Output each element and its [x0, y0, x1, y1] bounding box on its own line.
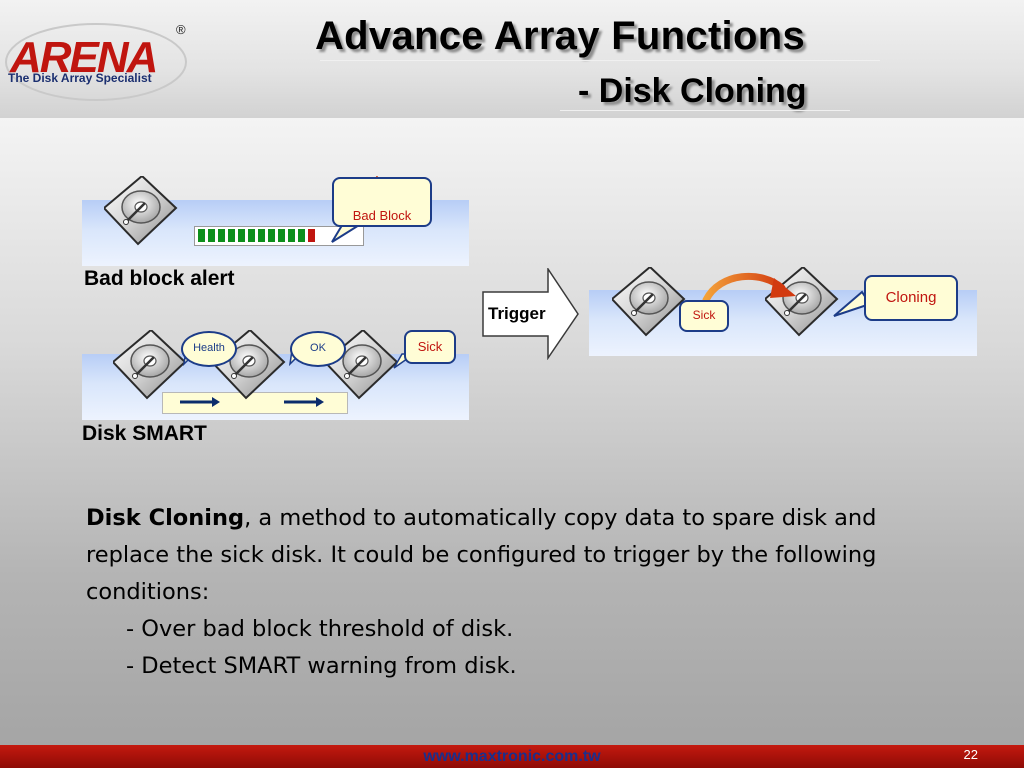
health-label: Health [193, 342, 225, 354]
meter-segment [258, 229, 265, 242]
cloning-label: Cloning [885, 289, 937, 306]
clone-arrow-icon [702, 272, 796, 304]
description-paragraph: Disk Cloning, a method to automatically … [86, 500, 946, 611]
description: Disk Cloning, a method to automatically … [86, 500, 946, 685]
smart-flow-arrows [180, 397, 324, 407]
bad-block-callout-label: Bad Block [352, 208, 412, 223]
slide-subtitle: - Disk Cloning [578, 72, 807, 110]
smart-arrow-strip [162, 392, 348, 414]
condition-item: - Over bad block threshold of disk. [126, 616, 514, 642]
sick-label: Sick [417, 339, 443, 354]
subtitle-underline [560, 110, 850, 111]
health-bubble: Health [181, 331, 237, 367]
meter-segment [198, 229, 205, 242]
slide-title: Advance Array Functions [315, 14, 805, 58]
description-term: Disk Cloning [86, 505, 245, 531]
meter-segment [298, 229, 305, 242]
footer-url[interactable]: www.maxtronic.com.tw [423, 748, 601, 765]
bad-block-callout: Bad Block [332, 177, 432, 227]
trigger-arrow [482, 268, 579, 360]
meter-segment [228, 229, 235, 242]
svg-text:ARENA: ARENA [9, 33, 156, 82]
page-number: 22 [963, 747, 978, 762]
meter-segments [198, 229, 315, 242]
ok-label: OK [310, 342, 326, 354]
sick-disk-label: Sick [692, 308, 716, 322]
meter-segment [208, 229, 215, 242]
trigger-label: Trigger [488, 304, 546, 323]
svg-text:®: ® [176, 22, 186, 37]
sick-bubble: Sick [404, 330, 456, 364]
bad-block-caption: Bad block alert [84, 267, 235, 290]
title-underline [320, 60, 880, 61]
meter-segment [268, 229, 275, 242]
svg-text:The Disk Array Specialist: The Disk Array Specialist [8, 71, 152, 85]
meter-segment [238, 229, 245, 242]
condition-item: - Detect SMART warning from disk. [126, 653, 517, 679]
cloning-callout: Cloning [864, 275, 958, 321]
footer-bar: www.maxtronic.com.tw 22 [0, 745, 1024, 768]
sick-disk-bubble: Sick [679, 300, 729, 332]
description-text: , a method to automatically copy data to… [86, 505, 877, 605]
meter-segment [218, 229, 225, 242]
meter-segment [248, 229, 255, 242]
ok-bubble: OK [290, 331, 346, 367]
header-band [0, 0, 1024, 118]
disk-smart-caption: Disk SMART [82, 422, 207, 445]
bad-block-disk-icon [104, 176, 178, 246]
meter-segment [288, 229, 295, 242]
meter-segment [308, 229, 315, 242]
smart-disk-health-icon [113, 330, 187, 400]
arena-logo: ARENA ® The Disk Array Specialist [5, 22, 187, 101]
health-meter [194, 226, 364, 246]
meter-segment [278, 229, 285, 242]
